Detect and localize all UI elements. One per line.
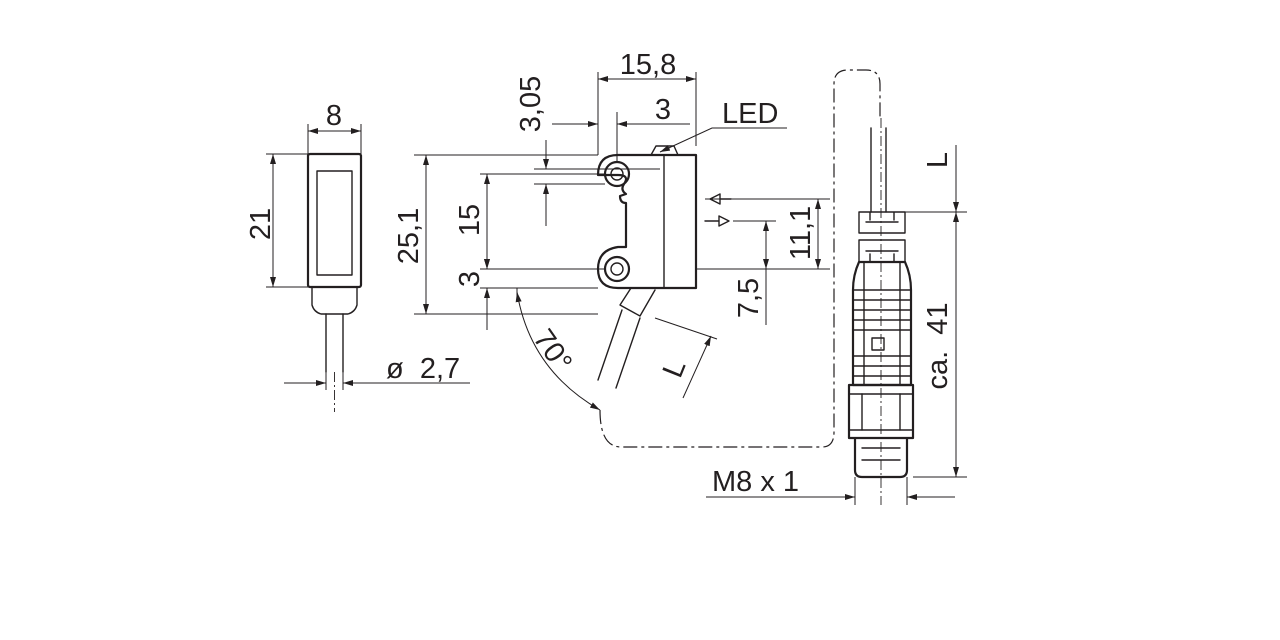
dim-label-connector-L: L bbox=[922, 152, 954, 168]
front-lens-window bbox=[316, 170, 353, 276]
connector-nut bbox=[847, 383, 915, 440]
side-view: 25,1 15 3 3,05 15,8 3 LED 11,1 bbox=[393, 49, 881, 448]
dim-label-21: 21 bbox=[245, 208, 277, 240]
dim-label-15: 15 bbox=[454, 204, 486, 236]
connector-grip-rings bbox=[852, 261, 912, 386]
mounting-hole-bottom-inner bbox=[610, 262, 624, 276]
side-cable bbox=[597, 309, 641, 389]
dim-line-cable-L bbox=[682, 335, 712, 399]
connector-clip-top bbox=[858, 211, 906, 234]
led-leader bbox=[659, 127, 787, 153]
front-cable bbox=[325, 313, 344, 373]
side-cable-gland bbox=[619, 287, 656, 317]
dim-label-7-5: 7,5 bbox=[733, 278, 765, 318]
dim-label-15-8: 15,8 bbox=[620, 49, 676, 81]
front-housing bbox=[306, 152, 363, 289]
angle-label-70: 70° bbox=[527, 324, 578, 378]
dim-label-3-top: 3 bbox=[655, 94, 671, 126]
led-label: LED bbox=[722, 98, 778, 130]
dim-label-3-05: 3,05 bbox=[515, 76, 547, 132]
connector-cable bbox=[870, 127, 887, 213]
dim-label-11-1: 11,1 bbox=[785, 206, 817, 260]
dim-label-m8: M8 x 1 bbox=[712, 466, 799, 498]
mounting-hole-top-inner bbox=[610, 167, 624, 181]
dim-label-diameter: ø 2,7 bbox=[386, 353, 460, 385]
connector-thread bbox=[853, 438, 909, 479]
connector-view: L ca. 41 M8 x 1 bbox=[706, 118, 967, 505]
side-housing bbox=[596, 153, 698, 290]
mounting-hole-bottom bbox=[603, 255, 631, 283]
dim-label-ca-41: ca. 41 bbox=[922, 302, 954, 389]
led-indicator bbox=[650, 145, 679, 156]
front-view: 8 21 ø 2,7 bbox=[245, 100, 470, 412]
front-cable-gland bbox=[311, 286, 358, 315]
connector-coding-mark-icon bbox=[871, 337, 885, 351]
dim-label-8: 8 bbox=[326, 100, 342, 132]
angle-arc-70 bbox=[515, 291, 601, 411]
phantom-outline bbox=[599, 69, 881, 448]
connector-clip-bottom bbox=[858, 239, 906, 263]
dim-label-3-side: 3 bbox=[454, 271, 486, 287]
dim-label-25-1: 25,1 bbox=[393, 208, 425, 264]
dim-label-cable-L: L bbox=[657, 355, 693, 382]
